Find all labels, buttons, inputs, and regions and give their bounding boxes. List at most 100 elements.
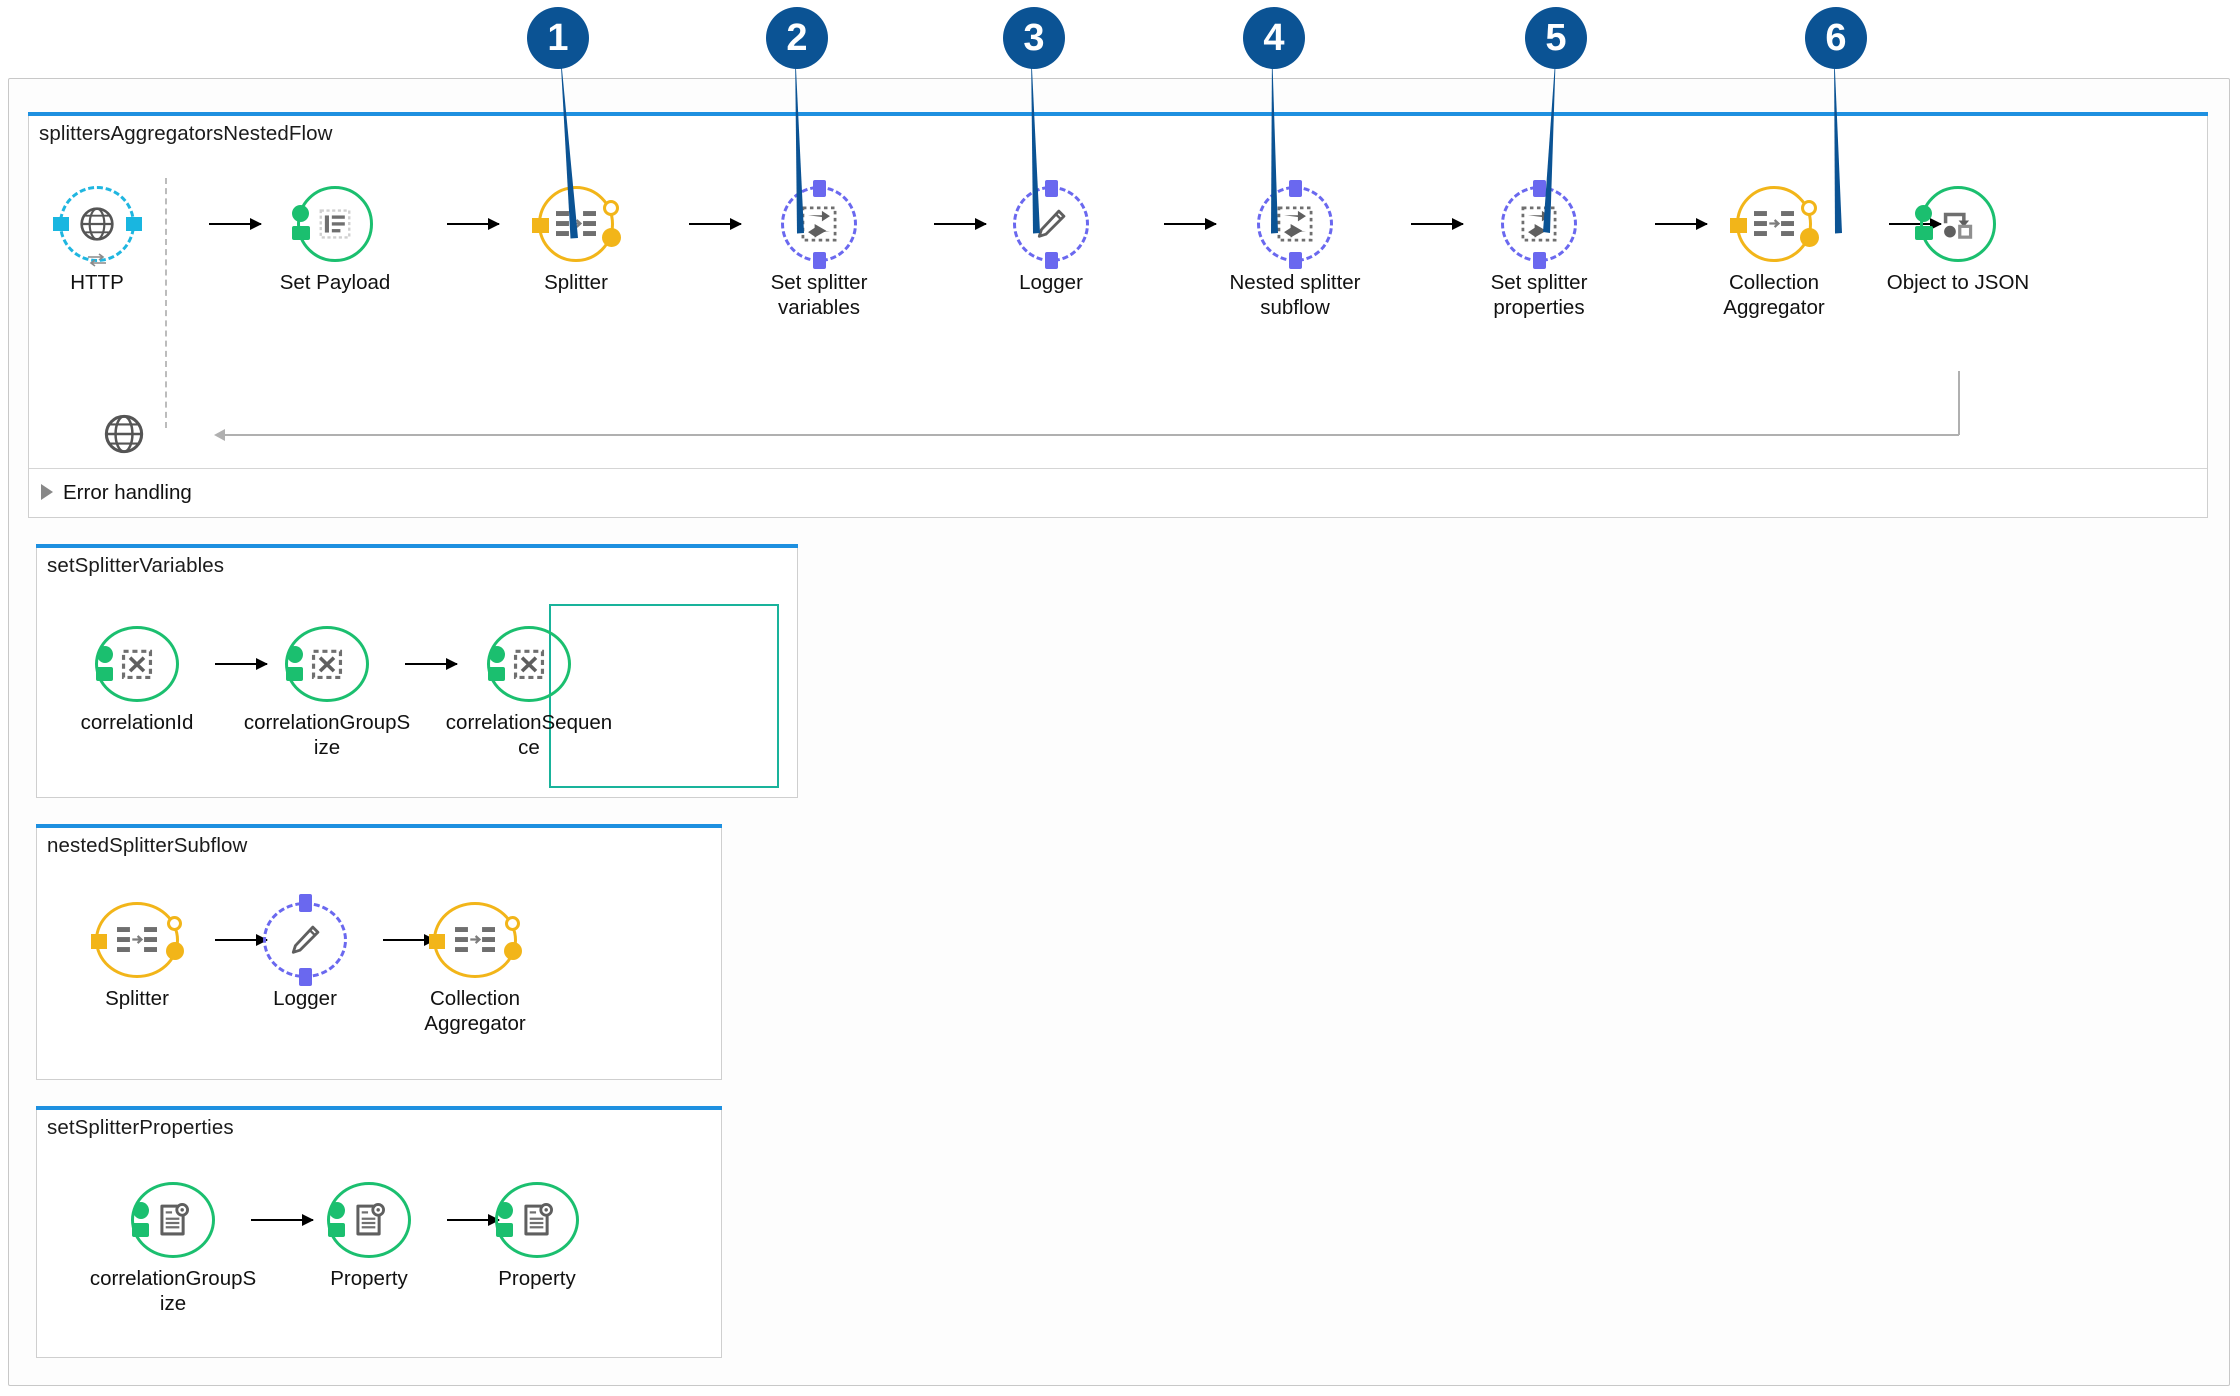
- callout-badge: 6: [1805, 7, 1867, 69]
- flow-title-set-splitter-variables: setSplitterVariables: [47, 554, 225, 577]
- flow-ref-bottom-connector: [1533, 252, 1546, 269]
- object-to-json-icon: [1936, 202, 1980, 246]
- inbound-connector: [97, 646, 113, 663]
- flow-accent-bar: [28, 112, 2208, 116]
- inbound-connector: [53, 217, 69, 231]
- flow-ref-top-connector: [1533, 180, 1546, 197]
- selection-highlight: [549, 604, 779, 788]
- source-divider: [165, 178, 167, 428]
- connector-arrow: [383, 934, 436, 946]
- node-label: Splitter: [544, 271, 608, 294]
- connector-arrow: [447, 1214, 500, 1226]
- pencil-icon: [283, 918, 327, 962]
- error-handling-separator: [29, 468, 2207, 469]
- http-exchange-icon: [86, 252, 108, 273]
- outbound-connector: [488, 667, 505, 681]
- callout-pointer: [1543, 48, 1556, 233]
- connector-arrow: [215, 934, 268, 946]
- globe-icon: [104, 414, 144, 454]
- flow-ref-bottom-connector: [1289, 252, 1302, 269]
- flow-container-set-splitter-variables[interactable]: setSplitterVariables correlationId: [36, 544, 798, 798]
- property-icon: [347, 1198, 391, 1242]
- node-label: correlationGroupSize: [89, 1267, 257, 1315]
- logger-bottom-connector: [1045, 252, 1058, 269]
- connector-arrow: [447, 218, 500, 230]
- flow-title-main: splittersAggregatorsNestedFlow: [39, 122, 333, 145]
- logger-top-connector: [299, 894, 312, 912]
- node-ring: [1920, 186, 1996, 262]
- flow-container-set-splitter-properties[interactable]: setSplitterProperties correlationGroupSi…: [36, 1106, 722, 1358]
- node-ring: [487, 626, 571, 702]
- property-icon: [515, 1198, 559, 1242]
- callout-pointer: [560, 48, 578, 239]
- logger-top-connector: [1045, 180, 1058, 197]
- connector-arrow: [405, 658, 458, 670]
- callout-badge: 2: [766, 7, 828, 69]
- return-path-arrowhead: [214, 429, 225, 441]
- variable-icon: [507, 642, 551, 686]
- inbound-connector: [429, 934, 445, 949]
- node-ring: [297, 186, 373, 262]
- inbound-connector: [1915, 205, 1932, 222]
- error-handling-label[interactable]: Error handling: [63, 481, 192, 504]
- scope-close-connector: [1800, 228, 1819, 247]
- flow-container-main[interactable]: splittersAggregatorsNestedFlow: [28, 112, 2208, 518]
- node-ring: [495, 1182, 579, 1258]
- outbound-connector: [496, 1223, 513, 1237]
- node-ring: [327, 1182, 411, 1258]
- scope-close-connector: [504, 942, 522, 960]
- node-label: Splitter: [105, 987, 169, 1010]
- callout-pointer: [795, 48, 804, 234]
- node-label: correlationSequence: [445, 711, 613, 759]
- node-label: Logger: [1019, 271, 1083, 294]
- flow-accent-bar: [36, 1106, 722, 1110]
- variable-icon: [115, 642, 159, 686]
- inbound-connector: [133, 1202, 149, 1219]
- callout-pointer: [1834, 48, 1842, 234]
- inbound-connector: [329, 1202, 345, 1219]
- aggregator-icon: [453, 918, 497, 962]
- scope-open-connector: [1801, 200, 1817, 216]
- splitter-icon: [115, 918, 159, 962]
- return-path-vertical: [1958, 371, 1960, 435]
- inbound-connector: [287, 646, 303, 663]
- node-label: Property: [498, 1267, 576, 1290]
- connector-arrow: [1164, 218, 1217, 230]
- callout-badge: 1: [527, 7, 589, 69]
- scope-open-connector: [505, 916, 520, 931]
- flow-ref-top-connector: [1289, 180, 1302, 197]
- callout-pointer: [1031, 48, 1040, 234]
- scope-open-connector: [603, 200, 619, 216]
- outbound-connector: [328, 1223, 345, 1237]
- outbound-connector: [126, 217, 142, 231]
- variable-icon: [305, 642, 349, 686]
- inbound-connector: [532, 218, 549, 233]
- node-label: correlationGroupSize: [243, 711, 411, 759]
- flow-title-set-splitter-properties: setSplitterProperties: [47, 1116, 234, 1139]
- flow-ref-top-connector: [813, 180, 826, 197]
- connector-arrow: [1411, 218, 1464, 230]
- error-handling-expand-icon[interactable]: [41, 484, 53, 500]
- node-label: Set Payload: [279, 271, 391, 294]
- node-label: HTTP: [70, 271, 124, 294]
- error-handling-globe[interactable]: [101, 411, 147, 462]
- node-ring: [285, 626, 369, 702]
- logger-bottom-connector: [299, 968, 312, 986]
- node-label: Nested splitter subflow: [1229, 271, 1361, 319]
- inbound-connector: [489, 646, 505, 663]
- outbound-connector: [96, 667, 113, 681]
- flow-container-nested-splitter-subflow[interactable]: nestedSplitterSubflow Splitter: [36, 824, 722, 1080]
- property-icon: [151, 1198, 195, 1242]
- callout-badge: 3: [1003, 7, 1065, 69]
- node-ring: [95, 626, 179, 702]
- flow-accent-bar: [36, 824, 722, 828]
- pencil-icon: [1029, 202, 1073, 246]
- return-path-horizontal: [225, 434, 1959, 436]
- splitter-icon: [554, 202, 598, 246]
- outbound-connector: [286, 667, 303, 681]
- node-label: Logger: [273, 987, 337, 1010]
- scope-close-connector: [602, 228, 621, 247]
- node-label: Property: [330, 1267, 408, 1290]
- connector-arrow: [251, 1214, 314, 1226]
